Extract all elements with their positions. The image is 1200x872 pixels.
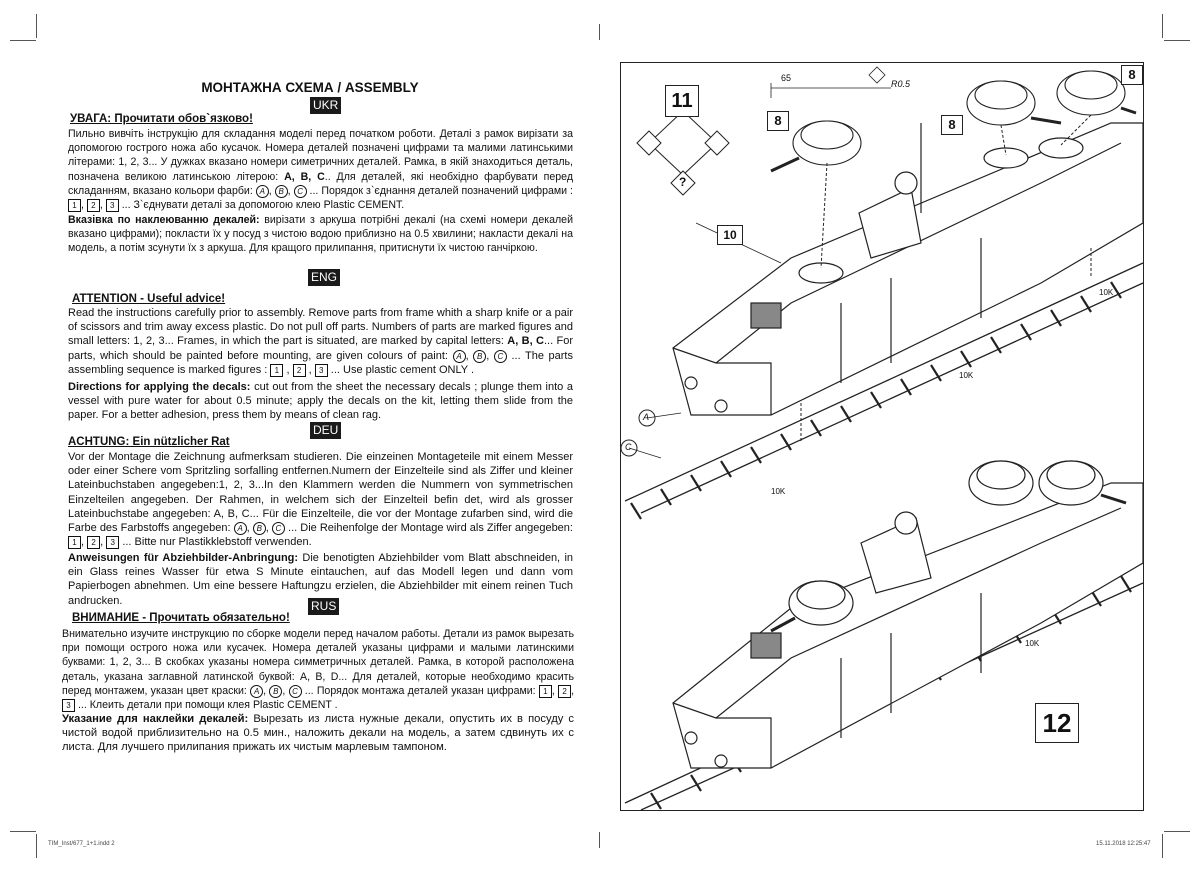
footer-date: 15.11.2018 12:25:47 bbox=[1096, 841, 1151, 847]
step-1-icon: 1 bbox=[68, 536, 81, 550]
step-3-icon: 3 bbox=[314, 363, 328, 377]
ukr-instructions: Пильно вивчіть інструкцію для складання … bbox=[68, 128, 574, 213]
dimension-radius: R0.5 bbox=[891, 79, 911, 89]
armored-car-upper bbox=[672, 122, 1143, 416]
paint-c-icon: C bbox=[293, 184, 307, 198]
paint-b-icon: B bbox=[252, 522, 266, 536]
callout-8-right: 8 bbox=[1121, 65, 1143, 85]
eng-instructions: Read the instructions carefully prior to… bbox=[68, 307, 573, 377]
rus-heading: ВНИМАНИЕ - Прочитать обязательно! bbox=[72, 612, 290, 624]
paint-c-icon: C bbox=[288, 684, 302, 698]
turret-parts-upper bbox=[770, 70, 1137, 173]
paint-a-icon: A bbox=[452, 349, 466, 363]
rus-decal-heading: Указание для наклейки декалей: bbox=[62, 713, 249, 725]
ukr-p1: Пильно вивчіть інструкцію для складання … bbox=[68, 128, 573, 183]
eng-decal-heading: Directions for applying the decals: bbox=[68, 381, 251, 393]
armored-car-lower bbox=[672, 460, 1143, 769]
ukr-letters: A, B, C bbox=[284, 170, 325, 183]
lang-tag-eng: ENG bbox=[308, 269, 341, 286]
label-10k-4: 10K bbox=[1025, 639, 1040, 648]
deu-p1d: ... Bitte nur Plastikklebstoff verwenden… bbox=[122, 536, 312, 549]
paint-c-icon: C bbox=[271, 522, 285, 536]
paint-c-callout: C bbox=[625, 442, 632, 452]
label-10k-1: 10K bbox=[1099, 288, 1114, 297]
paint-c-icon: C bbox=[493, 349, 507, 363]
deu-decals: Anweisungen für Abziehbilder-Anbringung:… bbox=[68, 551, 573, 608]
step-2-icon: 2 bbox=[87, 536, 101, 550]
ukr-p1d: ... З`єднувати деталі за допомогою клею … bbox=[121, 199, 405, 212]
paint-b-icon: B bbox=[274, 184, 288, 198]
footer-file: TIM_Inst/677_1+1.indd 2 bbox=[48, 841, 115, 847]
eng-letters: A, B, C bbox=[507, 335, 544, 348]
ukr-p1c: ... Порядок з`єднання деталей позначений… bbox=[309, 184, 573, 197]
paint-a-icon: A bbox=[233, 522, 247, 536]
step-2-icon: 2 bbox=[86, 199, 100, 213]
rus-p1c: ... Порядок монтажа деталей указан цифра… bbox=[304, 684, 536, 697]
rus-instructions: Внимательно изучите инструкцию по сборке… bbox=[62, 628, 575, 713]
deu-instructions: Vor der Montage die Zeichnung aufmerksam… bbox=[68, 451, 573, 550]
lang-tag-rus: RUS bbox=[308, 598, 340, 615]
step-3-icon: 3 bbox=[62, 699, 75, 713]
step-1-icon: 1 bbox=[68, 199, 81, 213]
step-1-icon: 1 bbox=[270, 363, 284, 377]
eng-heading: ATTENTION - Useful advice! bbox=[72, 293, 226, 305]
step-3-icon: 3 bbox=[105, 199, 119, 213]
rus-p2: Вырезать из листа нужные декали, опустит… bbox=[62, 713, 575, 754]
deu-p2: Die benotigten Abziehbilder vom Blatt ab… bbox=[68, 552, 574, 607]
label-10k-2: 10K bbox=[959, 371, 974, 380]
rus-p1d: ... Клеить детали при помощи клея Plasti… bbox=[77, 699, 338, 712]
ukr-decals: Вказівка по наклеюванню декалей: вирізат… bbox=[68, 213, 573, 256]
question-icon: ? bbox=[679, 175, 687, 189]
assembly-diagram bbox=[621, 66, 1143, 810]
step-12-label: 12 bbox=[1035, 703, 1079, 743]
page-title: МОНТАЖНА СХЕМА / ASSEMBLY bbox=[201, 80, 419, 95]
rail-track-upper bbox=[624, 262, 1143, 520]
eng-decals: Directions for applying the decals: cut … bbox=[68, 380, 573, 423]
paint-a-icon: A bbox=[255, 184, 269, 198]
eng-p1b: ... For parts, which should be painted b… bbox=[68, 335, 573, 362]
paint-b-icon: B bbox=[269, 684, 283, 698]
rus-decals: Указание для наклейки декалей: Вырезать … bbox=[62, 712, 574, 755]
label-10k-3: 10K bbox=[771, 487, 786, 496]
paint-a-callout: A bbox=[643, 412, 650, 422]
callout-10: 10 bbox=[717, 225, 743, 245]
eng-p1c: ... The parts assembling sequence is mar… bbox=[68, 349, 573, 376]
eng-p2: cut out from the sheet the necessary dec… bbox=[68, 381, 573, 422]
step-2-icon: 2 bbox=[558, 684, 572, 698]
step-1-icon: 1 bbox=[538, 684, 552, 698]
ukr-p2: вирізати з аркуша потрібні декалі (на сх… bbox=[68, 214, 573, 255]
ukr-heading: УВАГА: Прочитати обов`язково! bbox=[70, 113, 253, 125]
paint-b-icon: B bbox=[473, 349, 487, 363]
step-11-symbols bbox=[636, 110, 730, 196]
ukr-p1b: .. Для деталей, які необхідно фарбувати … bbox=[68, 170, 574, 197]
lang-tag-deu: DEU bbox=[310, 422, 342, 439]
deu-heading: ACHTUNG: Ein nützlicher Rat bbox=[68, 436, 230, 448]
eng-p1: Read the instructions carefully prior to… bbox=[68, 307, 573, 348]
step-3-icon: 3 bbox=[106, 536, 120, 550]
eng-p1d: ... Use plastic cement ONLY . bbox=[330, 363, 475, 376]
dimension-65: 65 bbox=[781, 73, 792, 83]
ukr-decal-heading: Вказівка по наклеюванню декалей: bbox=[68, 214, 260, 226]
step-11-label: 11 bbox=[665, 85, 699, 117]
deu-decal-heading: Anweisungen für Abziehbilder-Anbringung: bbox=[68, 552, 299, 564]
deu-p1c: ... Die Reihenfolge der Montage wird als… bbox=[288, 522, 573, 535]
deu-p1: Vor der Montage die Zeichnung aufmerksam… bbox=[68, 451, 573, 535]
lang-tag-ukr: UKR bbox=[310, 97, 342, 114]
callout-8-left: 8 bbox=[767, 111, 789, 131]
callout-8-mid: 8 bbox=[941, 115, 963, 135]
rus-p1: Внимательно изучите инструкцию по сборке… bbox=[62, 628, 574, 697]
paint-a-icon: A bbox=[250, 684, 264, 698]
assembly-diagram-frame: 11 12 8 8 8 10 65 R0.5 10K 10K 10K 10K A… bbox=[620, 62, 1144, 811]
step-2-icon: 2 bbox=[292, 363, 306, 377]
